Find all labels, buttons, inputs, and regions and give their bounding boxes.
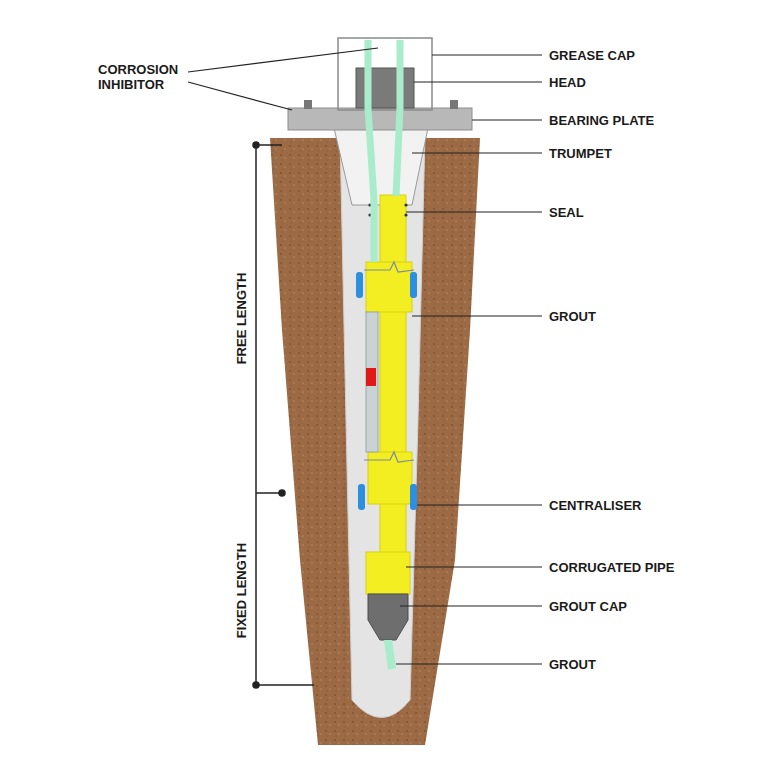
seal-mark	[404, 213, 407, 216]
centraliser	[410, 272, 417, 298]
part-label: CORRUGATED PIPE	[549, 560, 674, 575]
leader-line	[188, 82, 292, 110]
grout-cap	[368, 594, 408, 640]
trumpet	[334, 128, 428, 205]
corrugated-pipe	[380, 195, 406, 595]
bracket-dot	[253, 142, 259, 148]
leader-line	[188, 48, 378, 72]
part-label: CENTRALISER	[549, 498, 641, 513]
bracket-tick	[256, 492, 282, 494]
bracket-tick	[256, 144, 282, 146]
leader-line	[414, 81, 542, 82]
tendon-tail	[384, 640, 396, 670]
length-label: FREE LENGTH	[234, 272, 249, 364]
leader-line	[417, 504, 542, 505]
part-label: SEAL	[549, 205, 584, 220]
part-label: GROUT	[549, 657, 596, 672]
length-bracket	[253, 142, 314, 688]
centraliser	[358, 484, 365, 510]
grout-section	[366, 552, 410, 594]
grease-cap	[338, 38, 432, 110]
bolt	[450, 100, 458, 109]
part-label: HEAD	[549, 75, 586, 90]
centraliser	[410, 484, 417, 510]
leader-line	[412, 152, 542, 153]
bolt	[304, 100, 312, 109]
bracket-dot	[253, 682, 259, 688]
leader-line	[412, 315, 542, 316]
break-mark	[364, 262, 414, 272]
part-label: GREASE CAP	[549, 48, 635, 63]
part-label: GROUT	[549, 309, 596, 324]
leader-line	[406, 566, 542, 567]
length-label: FIXED LENGTH	[235, 542, 250, 637]
leader-line	[396, 663, 542, 664]
tendon-strand	[368, 40, 374, 262]
tendon-strand	[396, 40, 400, 196]
centraliser	[356, 272, 363, 298]
part-label: TRUMPET	[549, 146, 612, 161]
leader-line	[432, 54, 542, 55]
bracket-line	[255, 145, 257, 685]
borehole	[340, 135, 425, 718]
seal-mark	[404, 203, 407, 206]
bearing-plate	[288, 108, 472, 130]
part-label: BEARING PLATE	[549, 113, 654, 128]
leader-line	[406, 211, 542, 212]
break-mark	[364, 452, 414, 462]
free-tendon	[366, 312, 378, 452]
bracket-dot	[279, 490, 285, 496]
part-label: GROUT CAP	[549, 599, 627, 614]
leader-line	[400, 605, 542, 606]
leader-line	[472, 119, 542, 120]
part-label: CORROSION INHIBITOR	[98, 62, 190, 92]
bracket-tick	[256, 684, 314, 686]
leader-lines	[188, 48, 542, 664]
marker	[366, 368, 376, 386]
